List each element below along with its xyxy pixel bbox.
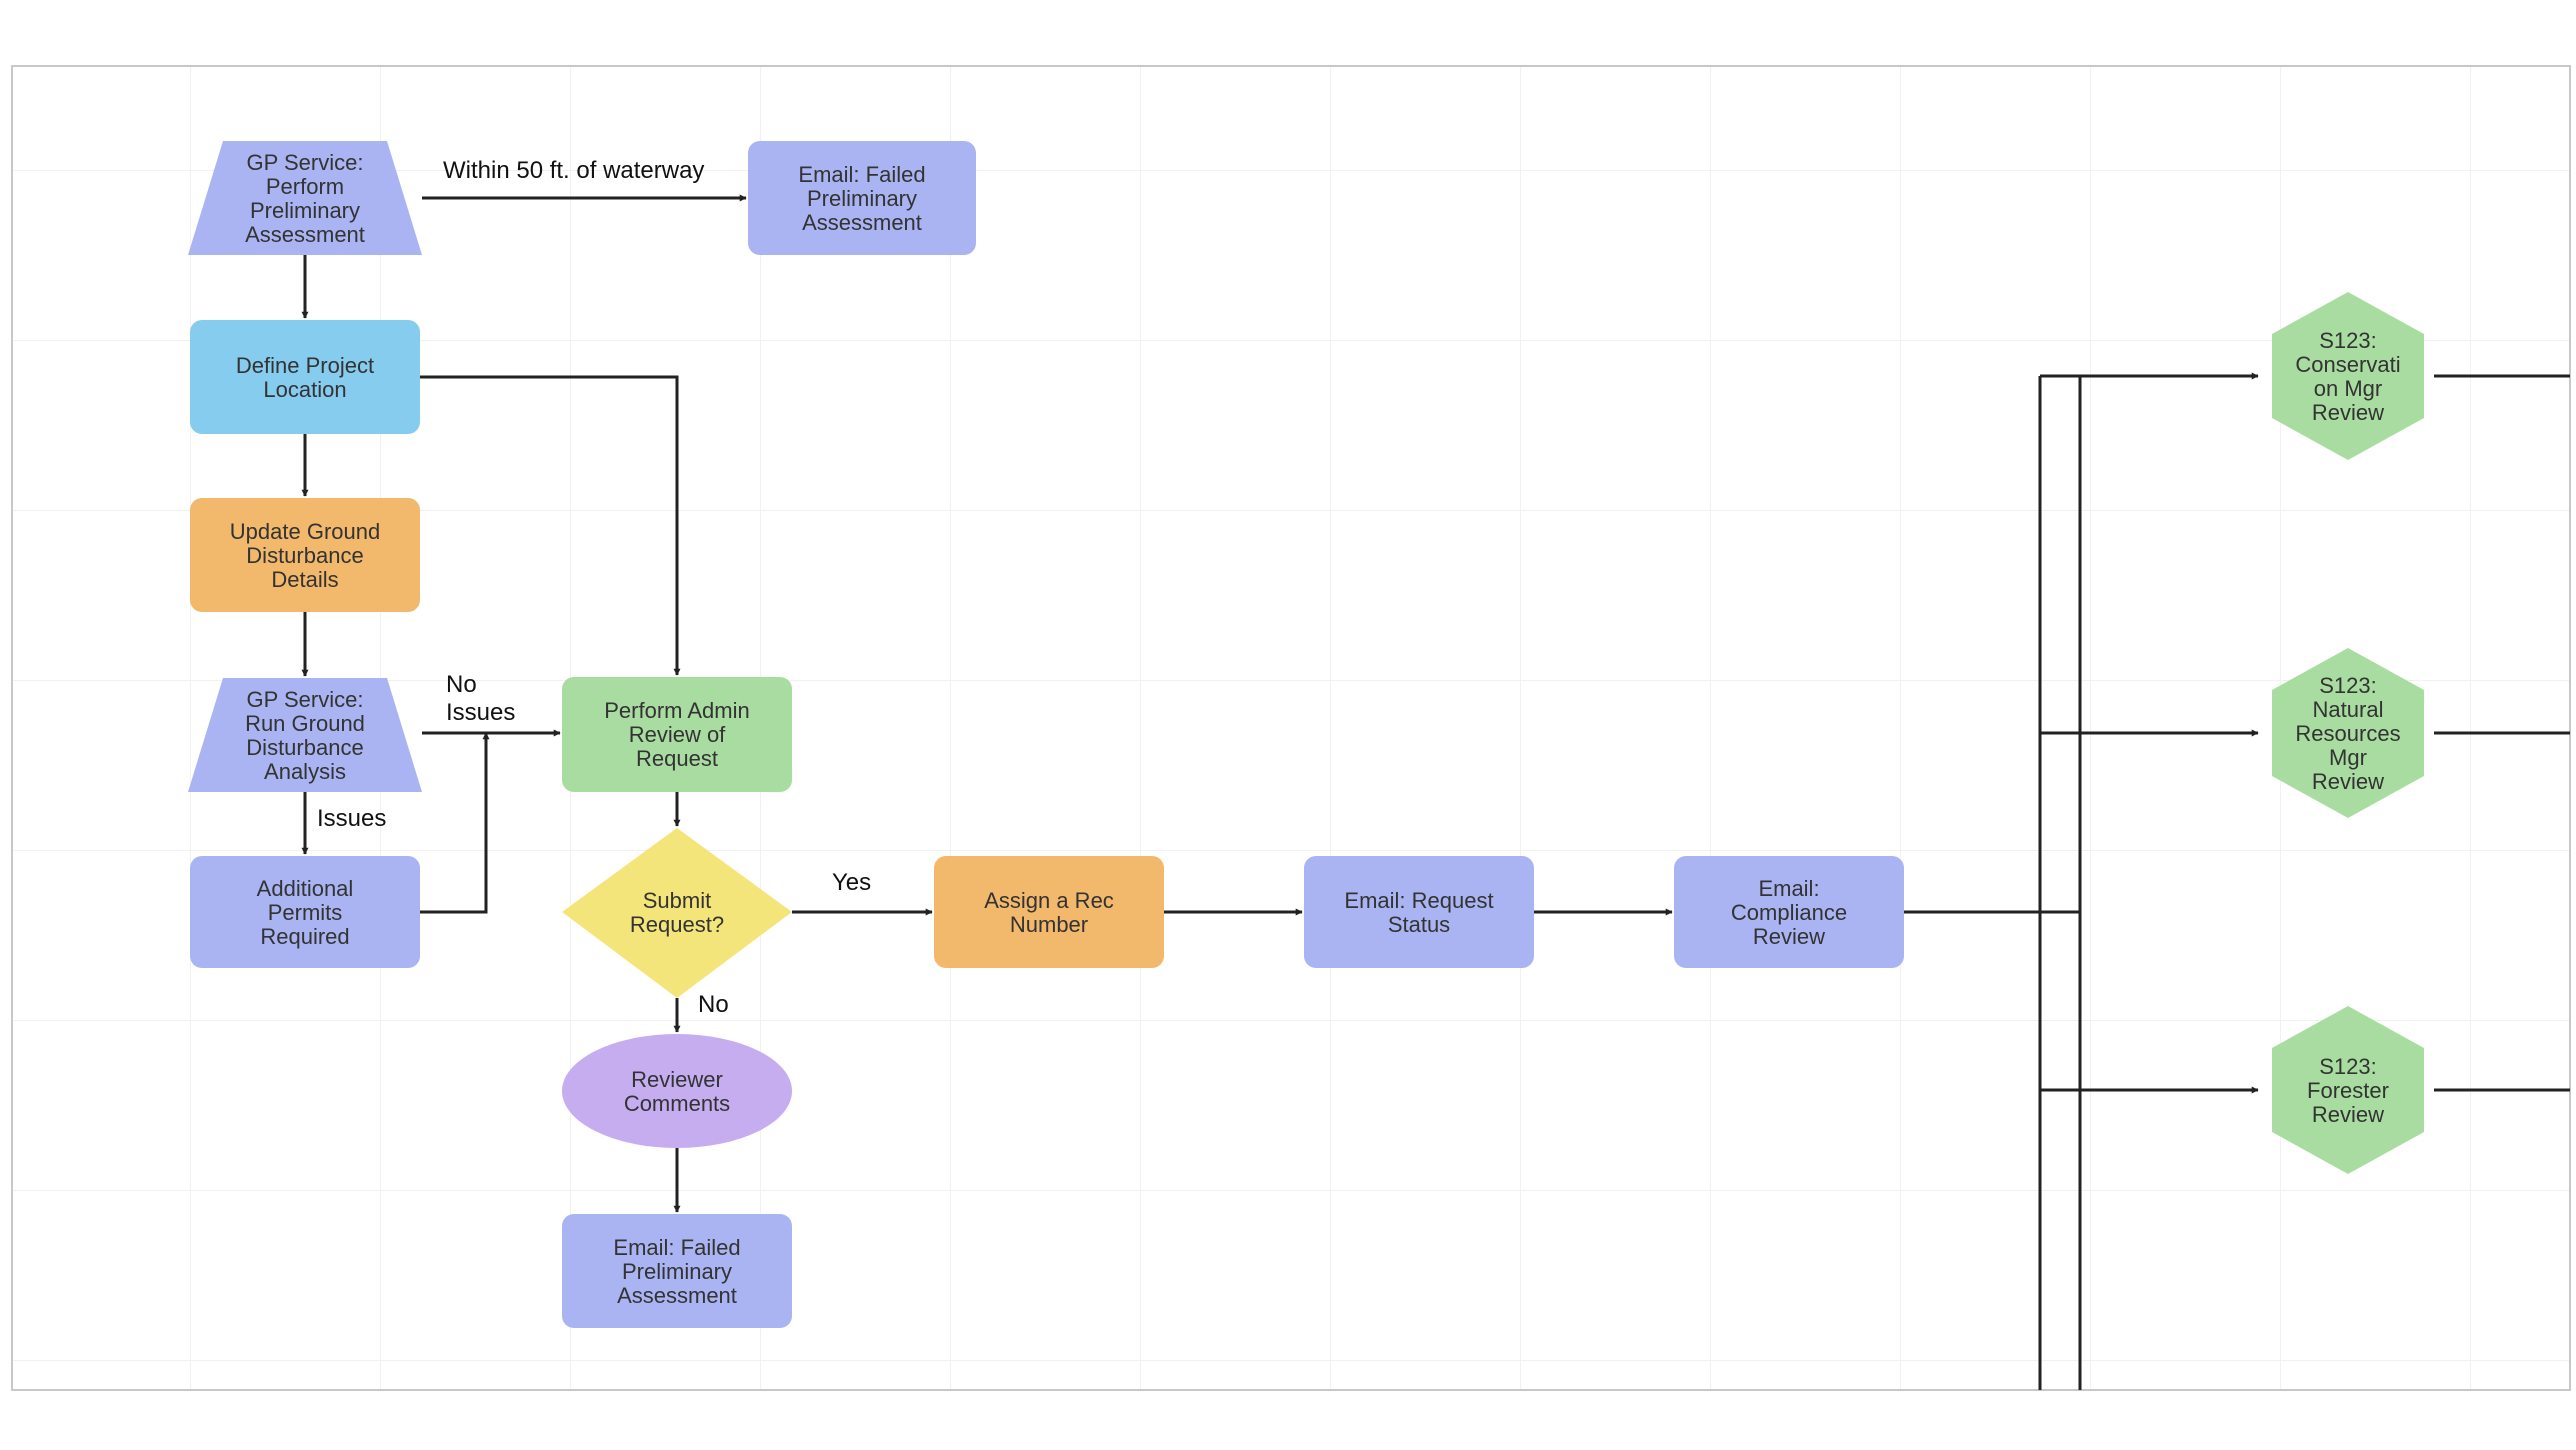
label-line: Yes [832, 869, 871, 896]
label-line: No [446, 671, 477, 698]
label-line: S123: [2319, 673, 2377, 698]
label-line: Disturbance [246, 735, 363, 760]
label-line: S123: [2319, 1054, 2377, 1079]
edge-label-waterway: Within 50 ft. of waterway [443, 157, 704, 184]
label-line: Location [263, 377, 346, 402]
label-line: No [698, 991, 729, 1018]
label-line: Assessment [245, 222, 365, 247]
label-line: Review [1753, 924, 1825, 949]
label-line: Issues [446, 699, 515, 726]
label-line: S123: [2319, 328, 2377, 353]
label-line: Define Project [236, 353, 374, 378]
label-line: GP Service: [247, 150, 364, 175]
label-line: Assessment [617, 1283, 737, 1308]
label-line: Email: [1758, 876, 1819, 901]
label-line: Request? [630, 912, 724, 937]
label-line: Review of [629, 722, 726, 747]
label-line: Submit [643, 888, 711, 913]
diagram-frame [11, 65, 2571, 1391]
label-line: Assign a Rec [984, 888, 1114, 913]
label-line: Forester [2307, 1078, 2389, 1103]
label-line: Update Ground [230, 519, 380, 544]
label-line: Permits [268, 900, 343, 925]
label-line: Within 50 ft. of waterway [443, 157, 704, 184]
label-line: Disturbance [246, 543, 363, 568]
label-line: Assessment [802, 210, 922, 235]
label-line: Email: Failed [613, 1235, 740, 1260]
label-line: Comments [624, 1091, 730, 1116]
edges [301, 194, 2570, 1390]
edge-permits-to-admin-review[interactable] [420, 732, 490, 914]
label-line: Preliminary [250, 198, 360, 223]
label-line: Status [1388, 912, 1450, 937]
edge-label-no: No [698, 991, 729, 1018]
edge-label-yes: Yes [832, 869, 871, 896]
label-line: Resources [2295, 721, 2400, 746]
label-line: on Mgr [2314, 376, 2382, 401]
edge-label-issues: Issues [317, 805, 386, 832]
label-line: Perform [266, 174, 344, 199]
label-line: GP Service: [247, 687, 364, 712]
label-line: Number [1010, 912, 1088, 937]
label-line: Review [2312, 769, 2384, 794]
label-line: Preliminary [622, 1259, 732, 1284]
label-line: Reviewer [631, 1067, 723, 1092]
label-line: Email: Request [1344, 888, 1493, 913]
label-line: Conservati [2295, 352, 2400, 377]
label-line: Request [636, 746, 718, 771]
label-line: Review [2312, 1102, 2384, 1127]
label-line: Issues [317, 805, 386, 832]
edge-define-location-to-admin-review[interactable] [420, 375, 681, 676]
label-line: Natural [2313, 697, 2384, 722]
label-line: Analysis [264, 759, 346, 784]
label-line: Perform Admin [604, 698, 750, 723]
label-line: Details [271, 567, 338, 592]
label-line: Review [2312, 400, 2384, 425]
label-line: Required [260, 924, 349, 949]
label-line: Preliminary [807, 186, 917, 211]
label-line: Email: Failed [798, 162, 925, 187]
label-line: Mgr [2329, 745, 2367, 770]
label-line: Additional [257, 876, 354, 901]
label-line: Compliance [1731, 900, 1847, 925]
label-line: Run Ground [245, 711, 365, 736]
